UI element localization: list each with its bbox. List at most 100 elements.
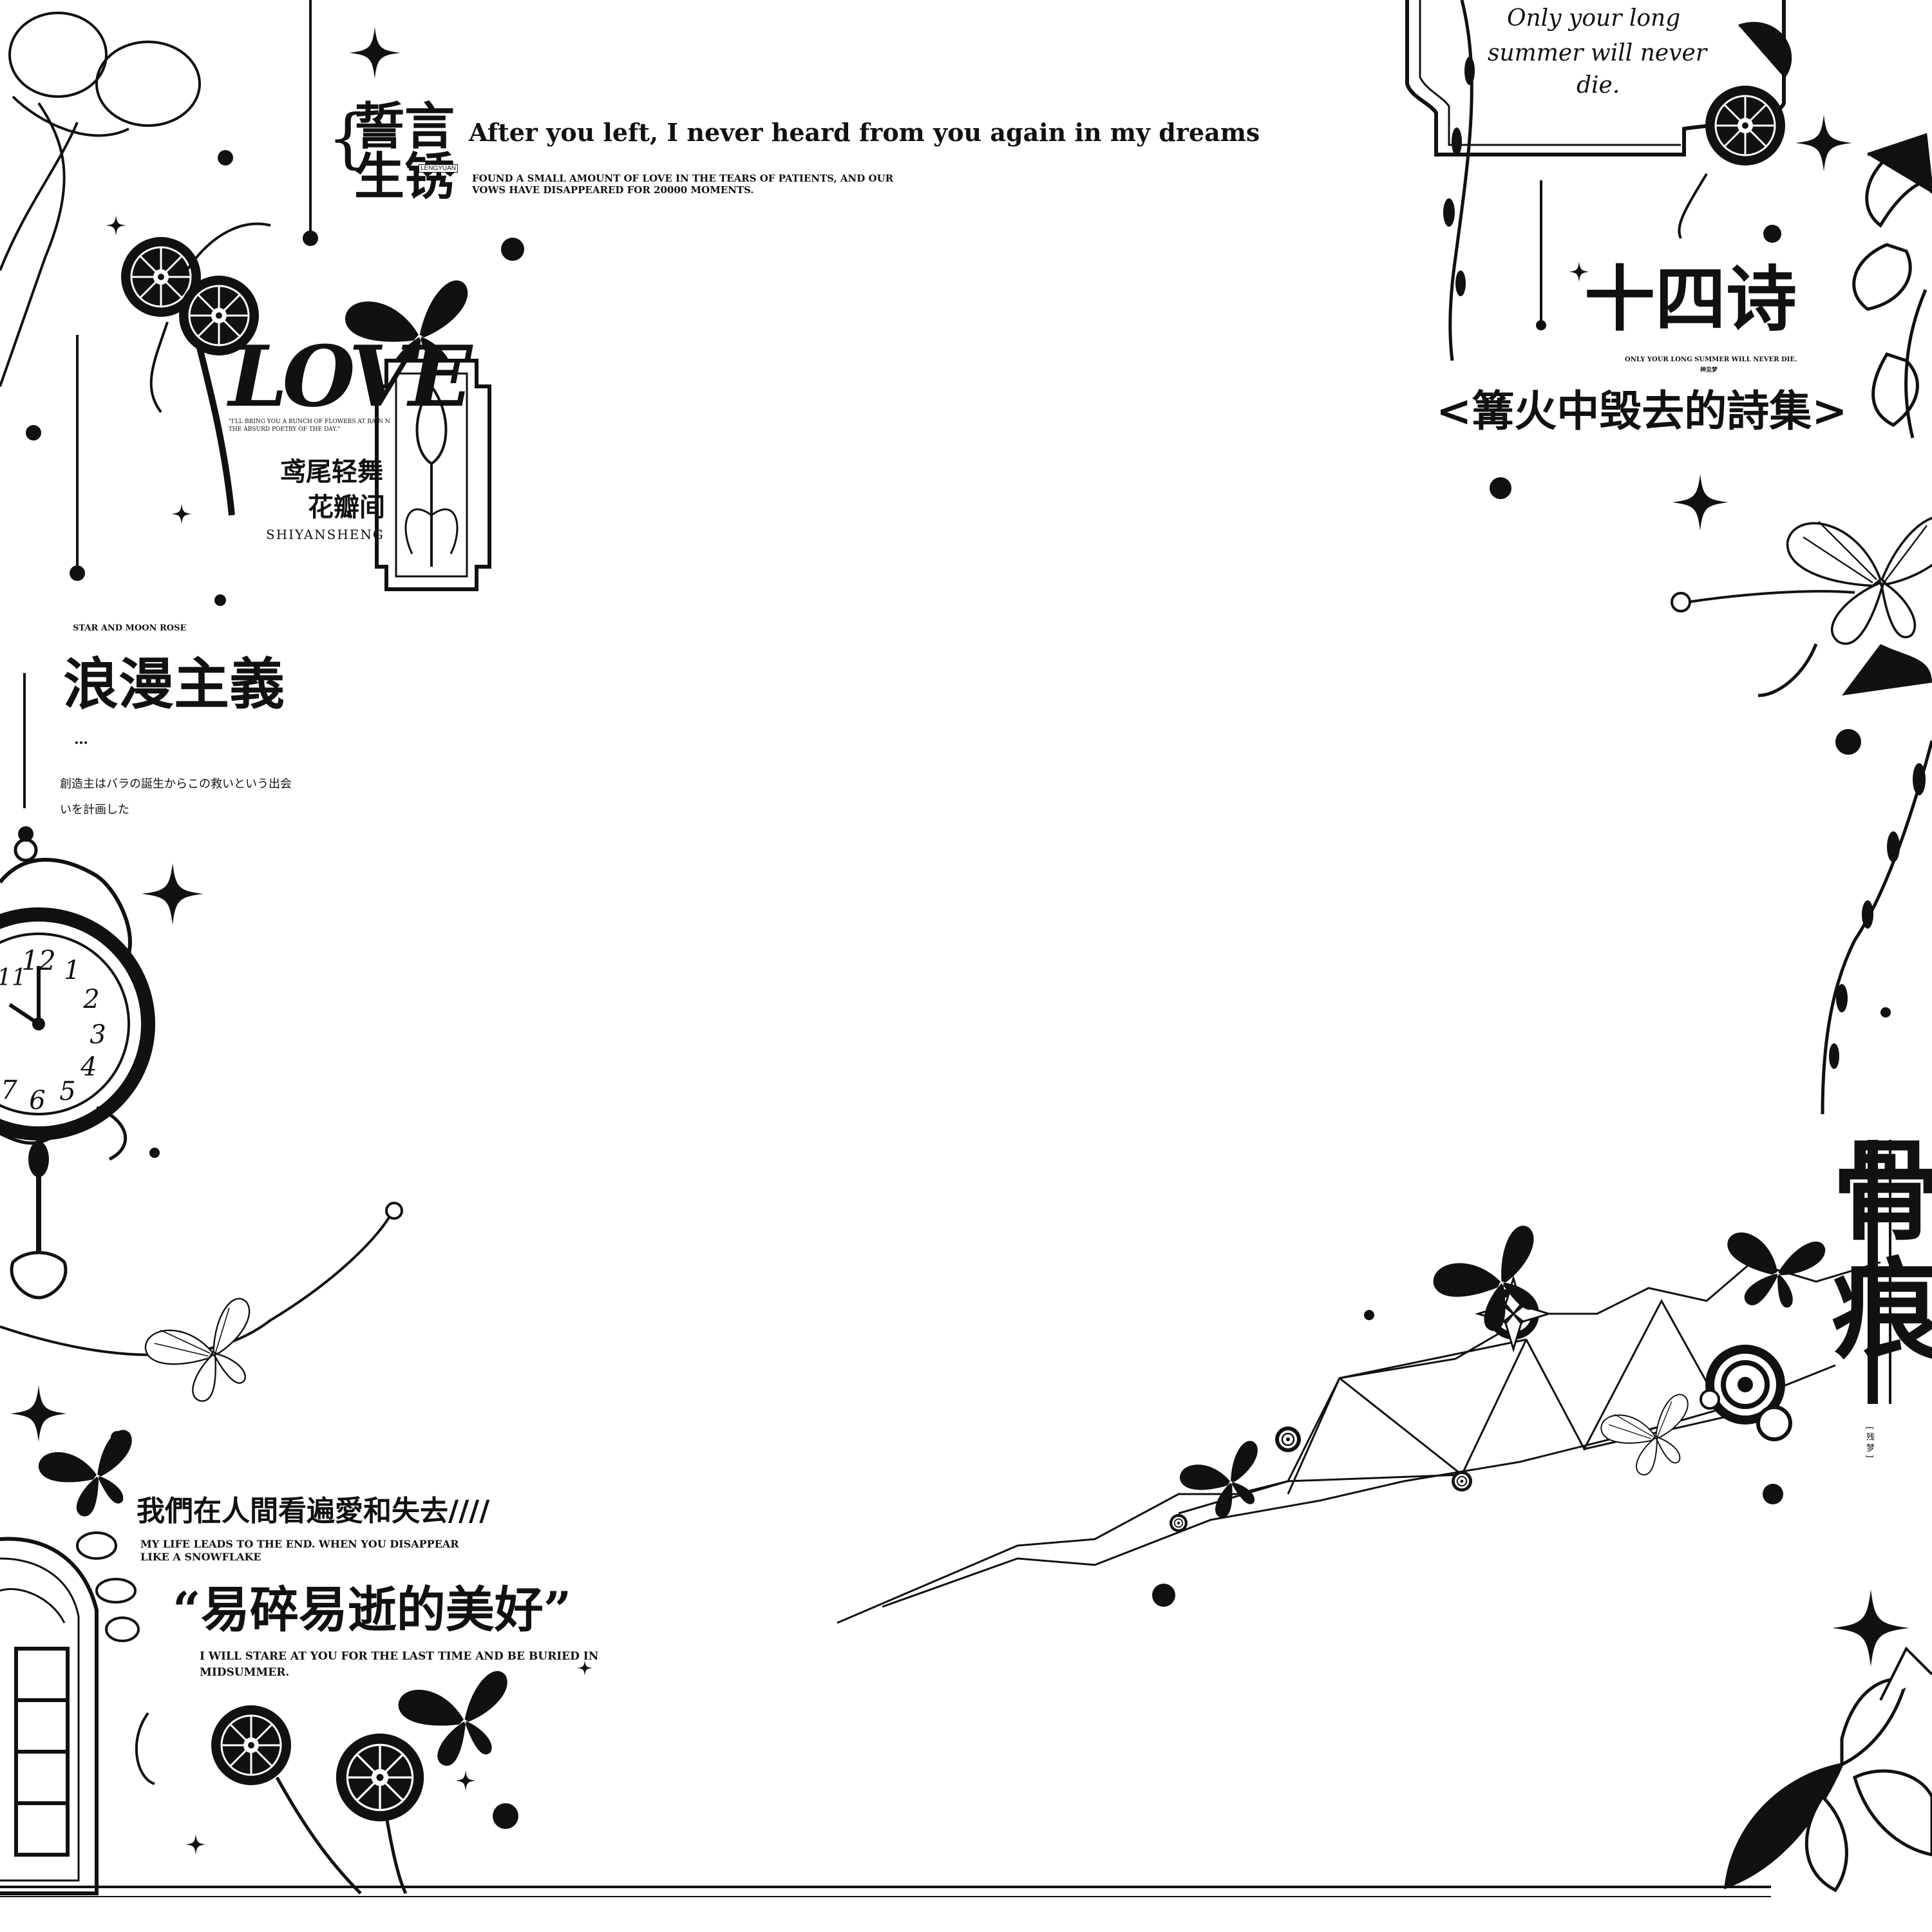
scissors-icon (0, 12, 201, 387)
snowflake-line: LIKE A SNOWFLAKE (140, 1551, 261, 1563)
dot (1763, 225, 1781, 243)
decor-line (1687, 590, 1855, 603)
dot (493, 1803, 518, 1829)
mechanical-web-icon (837, 1261, 1881, 1624)
vow-tag: LENGYUAN (419, 164, 459, 173)
dot (303, 231, 318, 246)
love-chinese-line: 花瓣间 (308, 492, 385, 522)
dot (70, 565, 85, 581)
brace-glyph: { (327, 100, 368, 176)
sparkle-icon (349, 27, 401, 79)
tulip-window-icon (375, 359, 491, 591)
ring-icon (385, 1202, 403, 1220)
vow-title: 誓言 (354, 97, 455, 156)
sparkle-icon (1832, 1589, 1909, 1667)
leaf-icon (76, 1531, 140, 1642)
dot (1763, 1484, 1783, 1504)
gear-icon (1169, 1513, 1188, 1533)
english-note-line: VOWS HAVE DISAPPEARED FOR 20000 MOMENTS. (472, 184, 754, 196)
butterfly-icon (1426, 1222, 1564, 1347)
vertical-tag: [ 残 梦 ] (1864, 1426, 1874, 1458)
dot (1364, 1310, 1374, 1320)
lily-icon (1724, 1646, 1932, 1893)
frame-script-line: Only your long (1507, 5, 1681, 32)
dot (218, 150, 233, 166)
romance-kicker: STAR AND MOON ROSE (73, 623, 187, 633)
glyph-bar (1868, 1140, 1878, 1404)
dot (501, 238, 524, 261)
clock-numeral: 1 (64, 956, 80, 985)
clock-numeral: 12 (21, 945, 55, 976)
english-note-line: FOUND A SMALL AMOUNT OF LOVE IN THE TEAR… (472, 173, 894, 184)
sparkle-icon (455, 1770, 476, 1791)
love-romanized: SHIYANSHENG (266, 527, 384, 542)
butterfly-icon (34, 1428, 149, 1525)
love-quote-line: THE ABSURD POETRY OF THE DAY." (229, 426, 341, 433)
romance-title: 浪漫主義 (63, 652, 285, 717)
morning-glory-icon (135, 1704, 425, 1895)
morning-glory-icon (120, 222, 271, 516)
sparkle-icon (1795, 115, 1852, 171)
morning-glory-icon (1757, 643, 1932, 697)
clock-numeral: 11 (0, 965, 26, 991)
frame-script-line: summer will never (1488, 40, 1707, 66)
clock-numeral: 2 (82, 985, 99, 1014)
romance-japanese-line: 創造主はバラの誕生からこの救いという出会 (60, 777, 292, 791)
dot (149, 1148, 160, 1158)
sparkle-icon (142, 863, 204, 925)
clock-numeral: 3 (90, 1020, 106, 1050)
ring-icon (1671, 592, 1691, 612)
dot (26, 425, 41, 440)
vine-icon (1448, 0, 1473, 361)
ring-icon (1700, 1389, 1720, 1410)
sparkle-icon (171, 504, 192, 524)
leaf-icon (1443, 57, 1475, 296)
romance-japanese-line: いを計画した (60, 803, 129, 817)
dot (1152, 1584, 1175, 1607)
clock-numeral: 6 (29, 1086, 45, 1115)
clock-numeral: 5 (59, 1077, 75, 1106)
gear-icon (1274, 1425, 1302, 1454)
decor-arc (0, 1210, 394, 1356)
poem-headline: <篝火中毁去的詩集> (1436, 386, 1848, 436)
arched-window-icon (0, 1537, 99, 1895)
sparkle-icon (10, 1385, 67, 1442)
dot (214, 594, 226, 606)
english-headline: After you left, I never heard from you a… (469, 118, 1260, 147)
frame-script-line: die. (1577, 72, 1620, 99)
romance-dots: … (74, 731, 88, 748)
butterfly-icon (1596, 1392, 1704, 1484)
dot (1490, 477, 1511, 499)
vine-icon (1821, 740, 1932, 1115)
butterfly-icon (139, 1295, 275, 1415)
clock-icon (0, 826, 155, 1300)
morning-glory-icon (1678, 22, 1792, 239)
midsummer-line: I WILL STARE AT YOU FOR THE LAST TIME AN… (200, 1650, 599, 1663)
butterfly-icon (1175, 1439, 1276, 1528)
dot (1880, 1007, 1891, 1018)
sparkle-icon (1672, 474, 1728, 531)
lily-icon (1852, 133, 1932, 427)
dot (1835, 729, 1861, 755)
midsummer-line: MIDSUMMER. (200, 1666, 290, 1679)
leaf-icon (1829, 763, 1926, 1069)
butterfly-icon (1786, 515, 1932, 645)
vine-icon (1904, 289, 1927, 439)
butterfly-icon (1717, 1226, 1827, 1316)
vertical-glyph: 骨 (1832, 1127, 1932, 1256)
vow-subtitle: 生锈 (354, 147, 455, 206)
gear-icon (1450, 1470, 1473, 1493)
clock-numeral: 7 (1, 1075, 17, 1105)
sparkle-icon (185, 1834, 206, 1855)
love-loss-headline: 我們在人間看遍愛和失去//// (137, 1495, 490, 1528)
snowflake-line: MY LIFE LEADS TO THE END. WHEN YOU DISAP… (140, 1538, 459, 1550)
gear-icon (1474, 1274, 1553, 1353)
poem-title: 十四诗 (1584, 258, 1797, 341)
sparkle-icon (106, 215, 126, 236)
clock-numeral: 4 (80, 1052, 97, 1082)
poem-subtitle-tag: 神见梦 (1700, 367, 1718, 374)
love-quote-line: "I'LL BRING YOU A BUNCH OF FLOWERS AT RA… (229, 419, 390, 425)
love-title: LOVE (229, 327, 472, 426)
dot (1536, 320, 1546, 330)
